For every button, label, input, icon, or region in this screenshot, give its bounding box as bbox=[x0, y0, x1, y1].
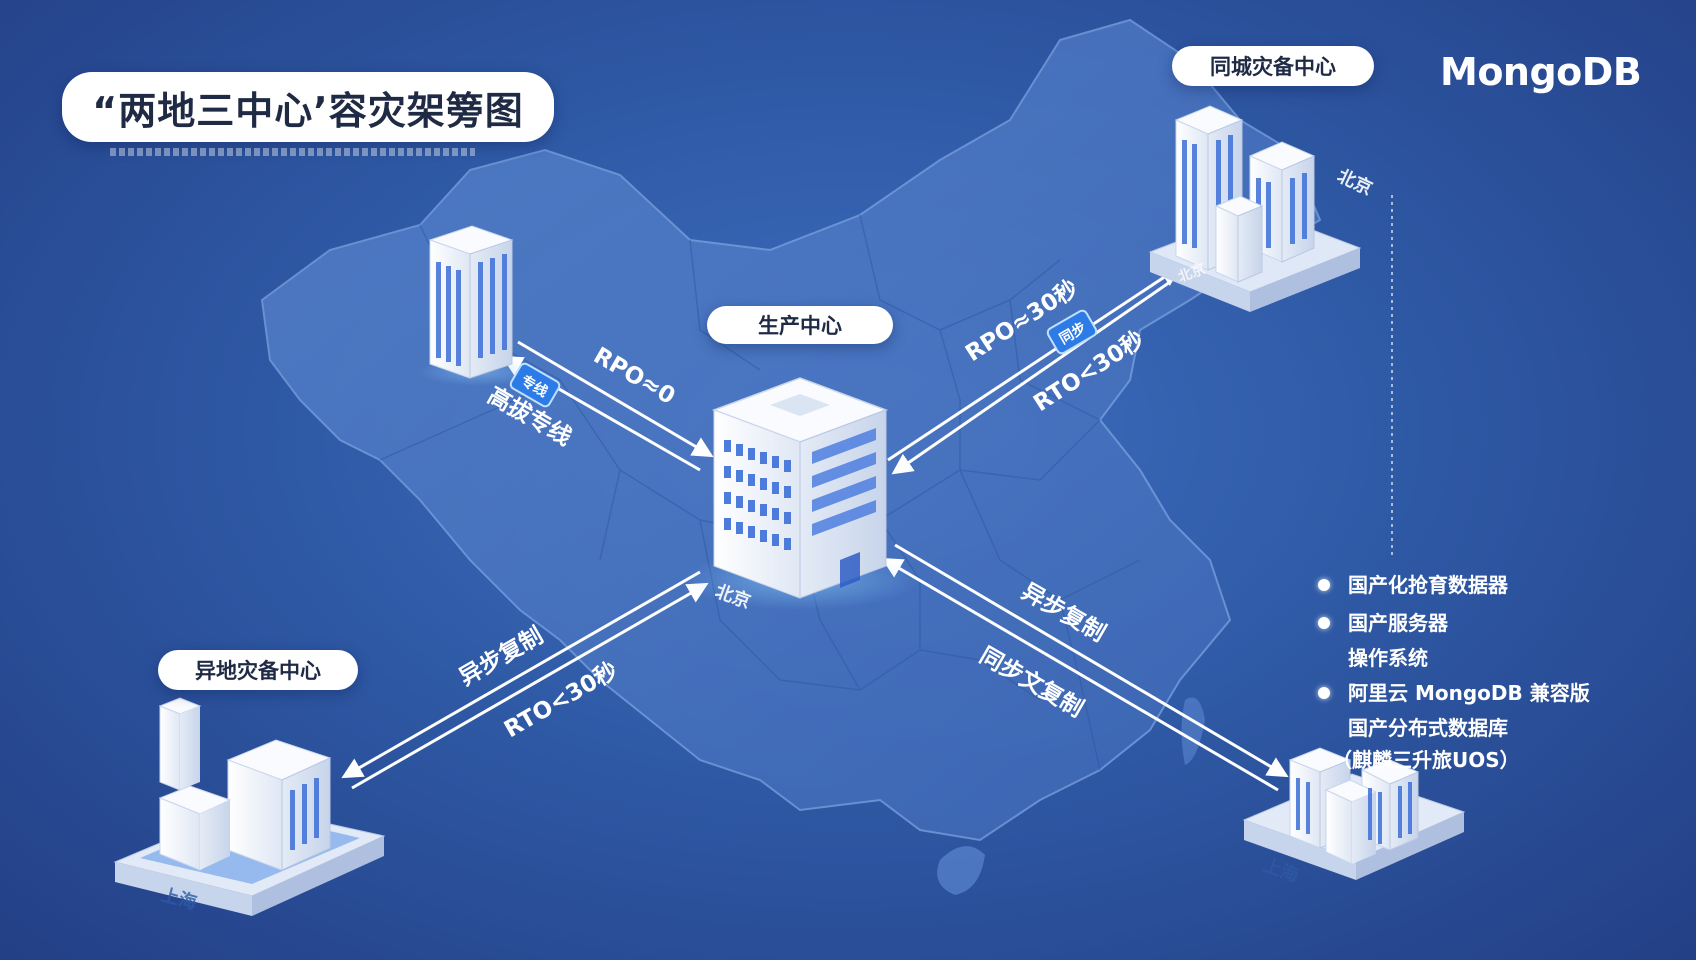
label-remote-rto: RTO<30秒 bbox=[500, 658, 622, 744]
remote-building-cluster bbox=[113, 697, 386, 916]
label-remote-mode: 异步复制 bbox=[455, 623, 548, 692]
badge-left: 专线 bbox=[509, 362, 561, 408]
bullet-dot bbox=[1318, 617, 1330, 629]
bullet-dot bbox=[1318, 579, 1330, 591]
feature-item: 国产服务器 bbox=[1318, 604, 1648, 642]
arrow-prod-to-right bbox=[894, 543, 1289, 778]
arrow-remote-to-prod bbox=[351, 582, 709, 790]
arrow-right-to-prod bbox=[881, 557, 1279, 792]
production-building bbox=[680, 377, 920, 610]
arrow-left-to-prod bbox=[517, 340, 714, 458]
bullet-dot bbox=[1318, 687, 1330, 699]
arrow-prod-to-remote bbox=[341, 570, 701, 779]
page-title: “两地三中心’容灾架篣图 bbox=[62, 72, 554, 142]
mongodb-logo: MongoDB bbox=[1440, 50, 1642, 94]
feature-list: 国产化抢育数据器 国产服务器 操作系统 阿里云 MongoDB 兼容版 国产分布… bbox=[1318, 566, 1648, 776]
city-label-samecity: 北京 bbox=[1334, 165, 1376, 200]
right-building-cluster bbox=[1242, 747, 1466, 880]
samecity-building-cluster bbox=[1148, 105, 1362, 312]
city-label-right: 上海 bbox=[1260, 854, 1301, 887]
arrow-prod-to-samecity bbox=[887, 265, 1182, 462]
arrow-samecity-to-prod bbox=[891, 280, 1171, 475]
feature-item: 操作系统 bbox=[1348, 646, 1428, 670]
subtitle-decoration bbox=[110, 148, 475, 156]
feature-item: 阿里云 MongoDB 兼容版 bbox=[1318, 674, 1648, 712]
feature-item: （麒麟三升旅UOS） bbox=[1332, 748, 1520, 772]
replication-arrows bbox=[341, 265, 1289, 792]
feature-item: 国产分布式数据库 bbox=[1348, 716, 1508, 740]
remote-center-label: 异地灾备中心 bbox=[158, 650, 358, 690]
production-center-label: 生产中心 bbox=[707, 306, 893, 344]
samecity-center-label: 同城灾备中心 bbox=[1172, 46, 1374, 86]
feature-item: 国产化抢育数据器 bbox=[1318, 566, 1648, 604]
left-building bbox=[418, 225, 538, 386]
